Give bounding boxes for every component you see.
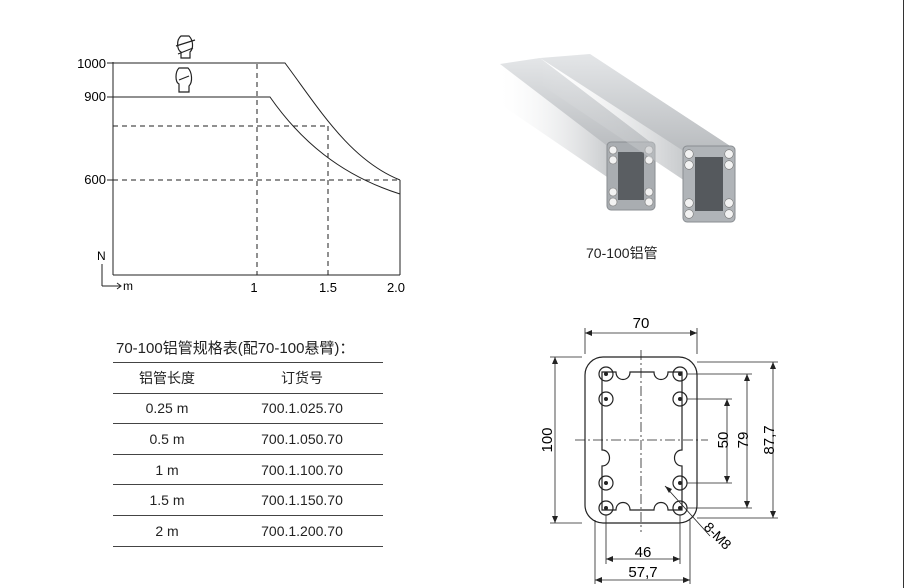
- y-tick-600: 600: [84, 172, 106, 187]
- spec-table-title: 70-100铝管规格表(配70-100悬臂)：: [116, 340, 355, 357]
- cell-length: 2 m: [113, 515, 221, 547]
- y-tick-1000: 1000: [77, 56, 106, 71]
- cell-order-no: 700.1.150.70: [221, 484, 383, 516]
- dim-57-7: 57,7: [628, 564, 657, 581]
- cell-order-no: 700.1.200.70: [221, 515, 383, 547]
- cell-length: 0.5 m: [113, 423, 221, 455]
- cell-order-no: 700.1.100.70: [221, 454, 383, 486]
- cell-length: 0.25 m: [113, 393, 221, 425]
- cell-length: 1 m: [113, 454, 221, 486]
- table-row: 1.5 m 700.1.150.70: [113, 484, 383, 516]
- table-row: 0.25 m 700.1.025.70: [113, 393, 383, 425]
- dim-87-7: 87,7: [761, 425, 778, 454]
- photo-caption: 70-100铝管: [586, 245, 658, 261]
- cell-length: 1.5 m: [113, 484, 221, 516]
- series-lower-curve: [113, 96, 401, 195]
- y-unit-label: N: [97, 249, 106, 263]
- table-header-row: 铝管长度 订货号: [113, 362, 383, 394]
- dim-height-100: 100: [539, 427, 556, 452]
- section-drawing: 70 100 50 79 87,7 46 57,7 8-M8: [539, 315, 778, 584]
- cell-order-no: 700.1.025.70: [221, 393, 383, 425]
- unit-arrow: [101, 264, 122, 290]
- spec-table: 铝管长度 订货号 0.25 m 700.1.025.70 0.5 m 700.1…: [113, 362, 383, 547]
- mount-icon-lower: [175, 67, 193, 93]
- dim-46: 46: [635, 544, 652, 561]
- x-unit-label: m: [123, 279, 133, 293]
- dim-width-70: 70: [633, 315, 650, 332]
- cell-order-no: 700.1.050.70: [221, 423, 383, 455]
- table-row: 2 m 700.1.200.70: [113, 515, 383, 547]
- load-chart: 1000 900 600 1 1.5 2.0 N m: [77, 35, 405, 295]
- profile-photo: [500, 54, 736, 223]
- mount-icon-upper: [175, 35, 196, 59]
- x-tick-2-0: 2.0: [387, 280, 405, 295]
- x-tick-1: 1: [250, 280, 257, 295]
- hole-callout-8-m8: 8-M8: [701, 519, 735, 553]
- dimension-arrows: [552, 330, 776, 583]
- x-tick-1-5: 1.5: [319, 280, 337, 295]
- table-row: 0.5 m 700.1.050.70: [113, 423, 383, 455]
- bolt-holes: [598, 366, 688, 516]
- profile-inner: [601, 371, 683, 511]
- dim-79: 79: [735, 432, 752, 449]
- dimension-lines: [550, 328, 778, 584]
- series-upper-curve: [113, 62, 401, 181]
- header-order-no: 订货号: [221, 362, 383, 394]
- dim-50: 50: [715, 432, 732, 449]
- table-row: 1 m 700.1.100.70: [113, 454, 383, 486]
- y-tick-900: 900: [84, 89, 106, 104]
- page-border: [903, 0, 904, 588]
- header-length: 铝管长度: [113, 362, 221, 394]
